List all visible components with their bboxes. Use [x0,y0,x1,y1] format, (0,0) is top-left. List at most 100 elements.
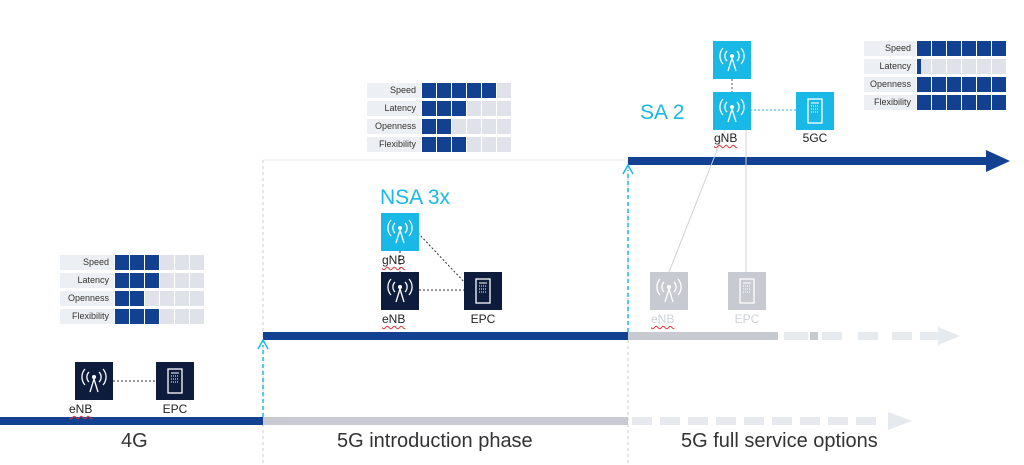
rating-block-empty [497,119,511,134]
rating-block-filled [115,255,129,270]
antenna-icon [713,41,751,79]
rating-block-filled [962,95,976,110]
rating-block-filled [482,83,496,98]
rating-label: Latency [367,101,421,116]
gnb-sa-label: gNB [714,131,738,145]
rating-block-filled [422,137,436,152]
rating-block-empty [482,101,496,116]
epc-legacy-label: EPC [734,312,760,326]
rating-block-filled [947,41,961,56]
rating-block-filled [962,77,976,92]
rating-block-empty [467,119,481,134]
rating-block-empty [160,273,174,288]
rating-label: Openness [367,119,421,134]
antenna-icon [75,362,113,400]
rating-block-filled [422,101,436,116]
rating-block-filled [917,77,931,92]
server-icon [796,92,834,130]
phase-label-4g: 4G [121,430,148,452]
rating-block-empty [497,137,511,152]
rating-block-empty [932,59,946,74]
rating-block-empty [175,273,189,288]
rating-block-filled [437,101,451,116]
rating-block-filled [130,255,144,270]
timeline-4g-dashed [632,412,912,430]
antenna-icon [381,272,419,310]
rating-block-empty [160,309,174,324]
gnb-nsa-node [381,213,419,251]
rating-block-filled [130,309,144,324]
rating-label: Speed [60,255,114,270]
epc-nsa-node [464,272,502,310]
rating-block-filled [947,77,961,92]
rating-block-filled [145,255,159,270]
rating-block-empty [977,59,991,74]
rating-block-filled [932,95,946,110]
sa-2-label: SA 2 [640,101,685,124]
rating-block-empty [175,291,189,306]
rating-block-filled [115,273,129,288]
timeline-nsa-fade [628,332,778,340]
rating-label: Speed [367,83,421,98]
enb-legacy-label: eNB [651,312,675,326]
rating-block-empty [962,59,976,74]
antenna-icon [381,213,419,251]
5gc-sa-label: 5GC [802,131,828,145]
rating-block-filled [992,41,1006,56]
rating-block-empty [947,59,961,74]
rating-block-filled [437,83,451,98]
rating-block-filled [977,77,991,92]
rating-block-empty [190,291,204,306]
rating-block-empty [160,255,174,270]
epc-4g-label: EPC [162,402,188,416]
rating-block-filled [422,83,436,98]
rating-block-filled [992,95,1006,110]
rating-block-filled [130,291,144,306]
rating-block-filled [145,309,159,324]
rating-block-empty [497,83,511,98]
rating-block-filled [977,41,991,56]
rating-block-filled [917,41,931,56]
rating-label: Speed [864,41,916,56]
enb-nsa-node [381,272,419,310]
timeline-nsa-dashed [784,327,960,345]
rating-block-empty [992,59,1006,74]
rating-block-filled [437,137,451,152]
phase-label-5g-intro: 5G introduction phase [337,430,533,452]
epc-nsa-label: EPC [470,312,496,326]
enb-4g-node [75,362,113,400]
timeline-sa-arrowhead [986,150,1010,172]
server-icon [728,272,766,310]
gnb-sa-node [713,92,751,130]
rating-block-empty [160,291,174,306]
epc-legacy-node [728,272,766,310]
rating-block-filled [452,101,466,116]
rating-block-empty [190,273,204,288]
rating-block-filled [437,119,451,134]
nsa-3x-label: NSA 3x [380,186,451,209]
antenna-icon [650,272,688,310]
antenna-icon [713,92,751,130]
rating-label: Flexibility [864,95,916,110]
rating-block-filled [977,95,991,110]
enb-nsa-label: eNB [382,312,406,326]
rating-block-filled [917,59,921,74]
enb-4g-label: eNB [69,402,93,416]
enb-legacy-node [650,272,688,310]
rating-block-empty [190,309,204,324]
phase-label-5g-full: 5G full service options [681,430,878,452]
rating-label: Flexibility [367,137,421,152]
rating-block-filled [452,83,466,98]
rating-block-empty [175,309,189,324]
rating-block-empty [467,101,481,116]
rating-block-filled [962,41,976,56]
rating-block-empty [190,255,204,270]
rating-block-empty [175,255,189,270]
timeline-4g [0,417,263,425]
rating-label: Openness [864,77,916,92]
rating-block-filled [130,273,144,288]
rating-block-filled [992,77,1006,92]
timeline-sa [628,157,990,165]
rating-block-filled [917,95,931,110]
rating-block-filled [145,273,159,288]
